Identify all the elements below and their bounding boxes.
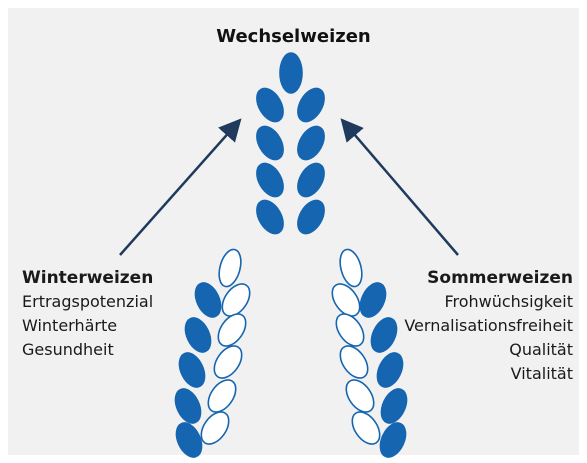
sommerweizen-trait: Vitalität [510, 364, 573, 383]
wheat-ear-winter-icon [174, 248, 251, 458]
wheat-grain [207, 379, 237, 413]
wheat-ear-blue-icon [256, 52, 325, 235]
left-arrow [119, 118, 242, 256]
sommerweizen-heading: Sommerweizen [427, 268, 573, 288]
wheat-grain [194, 282, 222, 318]
wheat-grain [213, 345, 243, 379]
winterweizen-heading: Winterweizen [22, 268, 154, 288]
wheat-grain [174, 388, 202, 424]
wheat-grain [339, 345, 369, 379]
wheat-grain [335, 313, 365, 347]
wheat-grain [379, 422, 407, 458]
wheat-grain [218, 248, 242, 288]
wheat-grain [339, 248, 363, 288]
wheat-grain [256, 125, 284, 161]
wheat-grain [376, 352, 404, 388]
winterweizen-trait: Gesundheit [22, 340, 114, 359]
wheat-grain [359, 282, 387, 318]
winterweizen-trait: Winterhärte [22, 316, 118, 335]
sommerweizen-group: Sommerweizen Frohwüchsigkeit Vernalisati… [404, 266, 573, 386]
right-arrow [340, 118, 459, 256]
wheat-grain [279, 52, 303, 94]
wheat-grain [297, 125, 325, 161]
wheat-grain [345, 379, 375, 413]
wheat-grain [200, 411, 230, 445]
winterweizen-trait: Ertragspotenzial [22, 292, 154, 311]
wheat-grain [256, 199, 284, 235]
wheat-grain [370, 317, 398, 353]
wheat-grain [217, 313, 247, 347]
wheat-grain [331, 283, 361, 317]
wheat-grain [178, 352, 206, 388]
wheat-ear-summer-icon [331, 248, 408, 458]
winterweizen-group: Winterweizen Ertragspotenzial Winterhärt… [22, 266, 153, 362]
wheat-grain [297, 162, 325, 198]
wheat-grain [297, 87, 325, 123]
sommerweizen-trait: Frohwüchsigkeit [444, 292, 573, 311]
wheat-grain [256, 162, 284, 198]
sommerweizen-trait: Vernalisationsfreiheit [404, 316, 573, 335]
wheat-grain [297, 199, 325, 235]
diagram-title: Wechselweizen [216, 26, 371, 47]
wheat-grain [351, 411, 381, 445]
sommerweizen-trait: Qualität [509, 340, 573, 359]
wheat-grain [175, 422, 203, 458]
wheat-grain [221, 283, 251, 317]
wheat-grain [184, 317, 212, 353]
wheat-grain [380, 388, 408, 424]
wheat-grain [256, 87, 284, 123]
